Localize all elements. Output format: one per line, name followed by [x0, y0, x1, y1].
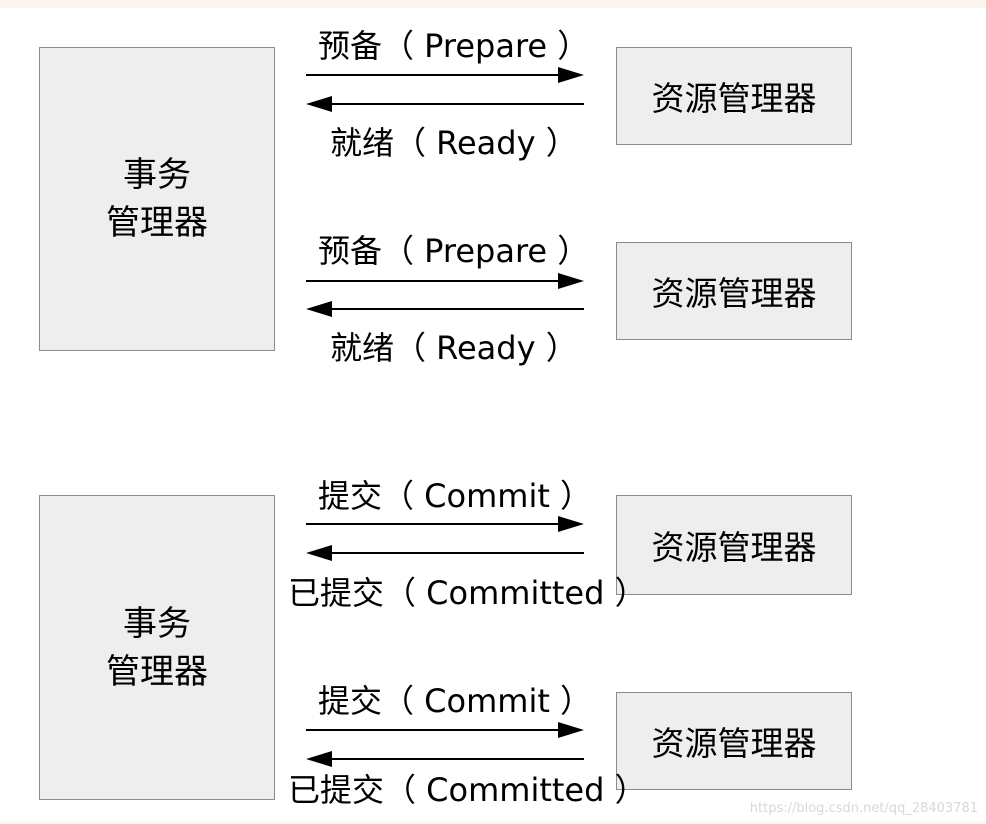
resource-manager-box: 资源管理器	[616, 495, 852, 595]
request-arrow	[306, 273, 584, 289]
request-arrow	[306, 722, 584, 738]
response-arrow	[306, 96, 584, 112]
ready-response-label: 就绪（ Ready ）	[330, 329, 578, 367]
transaction-manager-box: 事务 管理器	[39, 495, 275, 800]
prepare-request-label: 预备（ Prepare ）	[318, 232, 590, 270]
transaction-manager-box: 事务 管理器	[39, 47, 275, 351]
request-arrow	[306, 516, 584, 532]
ready-response-label: 就绪（ Ready ）	[330, 124, 578, 162]
resource-manager-box: 资源管理器	[616, 692, 852, 790]
response-arrow	[306, 545, 584, 561]
committed-response-label: 已提交（ Committed ）	[288, 574, 647, 612]
commit-request-label: 提交（ Commit ）	[318, 682, 593, 720]
commit-request-label: 提交（ Commit ）	[318, 477, 593, 515]
resource-manager-box: 资源管理器	[616, 47, 852, 145]
prepare-request-label: 预备（ Prepare ）	[318, 27, 590, 65]
response-arrow	[306, 751, 584, 767]
committed-response-label: 已提交（ Committed ）	[288, 771, 647, 809]
response-arrow	[306, 301, 584, 317]
request-arrow	[306, 67, 584, 83]
resource-manager-box: 资源管理器	[616, 242, 852, 340]
watermark: https://blog.csdn.net/qq_28403781	[749, 801, 978, 816]
